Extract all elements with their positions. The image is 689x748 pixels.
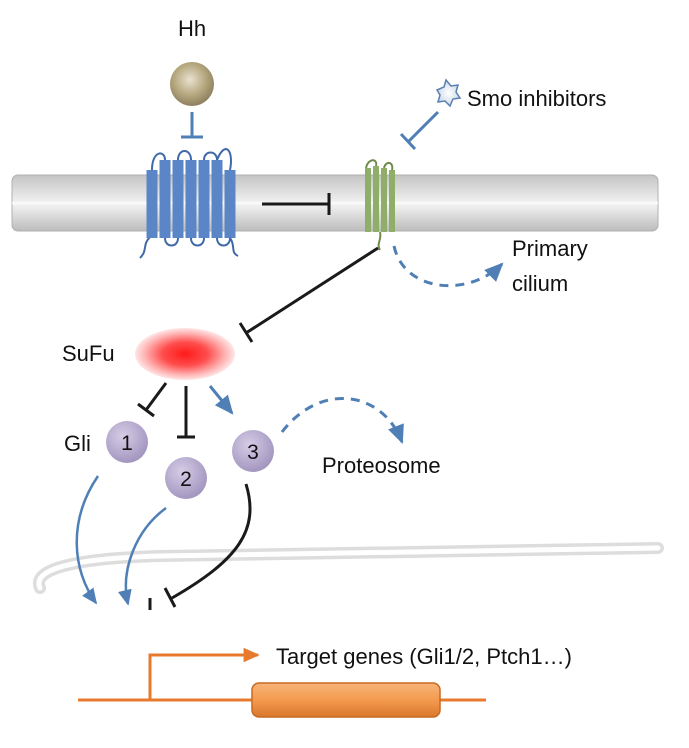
sufu-arrow-gli3 [208, 385, 234, 415]
gli-3-icon: 3 [232, 430, 274, 472]
proteosome-label: Proteosome [322, 453, 441, 478]
transcription-start-arrow [148, 647, 260, 700]
target-genes-label: Target genes (Gli1/2, Ptch1…) [276, 644, 572, 669]
hh-ligand-icon [170, 62, 214, 106]
gli2-activation-arrow [117, 506, 167, 606]
target-gene-icon [78, 647, 486, 718]
smoothened-receptor-icon [365, 159, 395, 251]
primary-cilium-label-line1: Primary [512, 236, 588, 261]
sufu-icon [135, 328, 235, 380]
gli-1-icon: 1 [106, 421, 148, 463]
gli-1-number: 1 [121, 432, 133, 455]
patched-receptor-icon [139, 148, 239, 259]
proteosome-dashed-arrow [280, 397, 404, 444]
cell-membrane [11, 174, 659, 232]
sufu-label: SuFu [62, 341, 115, 366]
gli-label: Gli [64, 431, 91, 456]
smo-inhibitors-label: Smo inhibitors [467, 86, 606, 111]
sufu-inhibit-gli1 [137, 382, 168, 418]
hh-label: Hh [178, 16, 206, 41]
smo-inhibitor-icon [435, 78, 462, 108]
sufu-inhibit-gli2 [177, 386, 195, 439]
gli-3-number: 3 [247, 441, 259, 464]
gli3-repression-line [163, 483, 252, 608]
gli-2-icon: 2 [165, 457, 207, 499]
smo-inhibitor-inhibit-line [399, 110, 440, 151]
gli1-activation-arrow [75, 475, 100, 605]
smoothened-inhibit-sufu [238, 246, 379, 343]
patched-inhibit-smoothened [262, 193, 331, 215]
primary-cilium-label-line2: cilium [512, 271, 568, 296]
gene-body-box [251, 682, 441, 718]
cilium-dashed-arrow [392, 245, 504, 288]
hh-inhibit-patched [181, 112, 203, 139]
gli-2-number: 2 [180, 468, 192, 491]
